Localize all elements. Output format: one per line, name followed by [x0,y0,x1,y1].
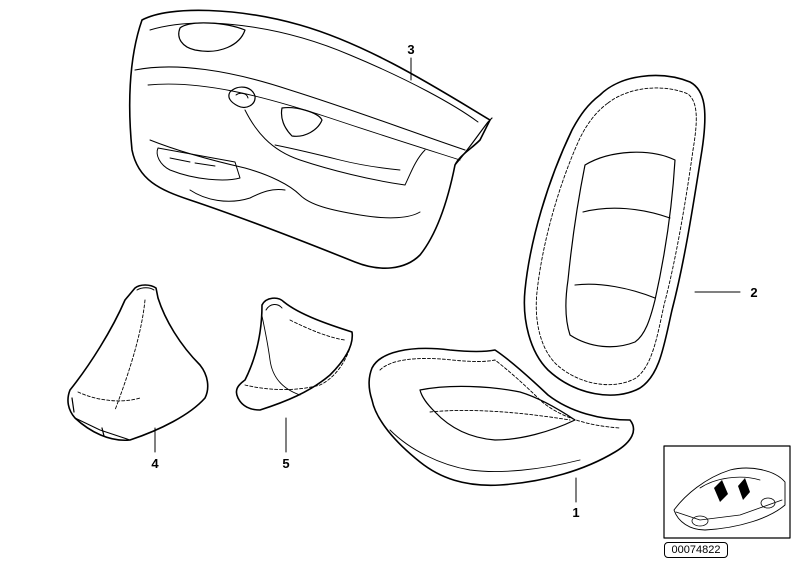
callout-4: 4 [151,456,159,471]
gear-shift-boot [67,284,209,442]
callout-3: 3 [407,42,414,57]
callout-1: 1 [572,505,579,520]
seat-cushion [368,347,635,487]
backrest-cover [523,74,706,396]
handbrake-boot [235,297,354,411]
callout-5: 5 [282,456,289,471]
reference-number: 00074822 [664,542,728,558]
leader-lines [154,57,741,503]
door-trim-panel [128,9,493,269]
vehicle-thumbnail [663,445,791,539]
callout-2: 2 [750,285,757,300]
